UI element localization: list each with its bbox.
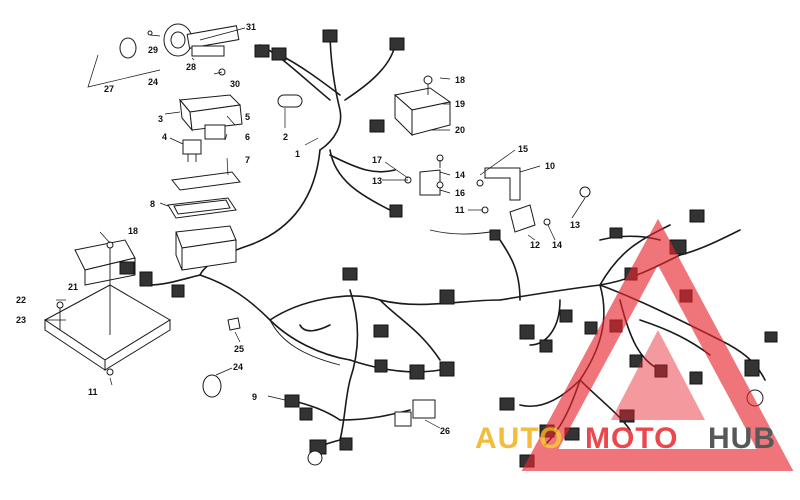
mount-12 — [509, 204, 536, 233]
callout-15b: 15 — [518, 144, 528, 154]
bracket-10 — [484, 167, 521, 201]
callout-12: 12 — [530, 240, 540, 250]
callout-18a: 18 — [128, 226, 138, 236]
callout-14a: 13 — [372, 176, 382, 186]
callout-16: 16 — [455, 188, 465, 198]
callout-21: 21 — [68, 282, 78, 292]
callout-28: 28 — [186, 62, 196, 72]
callout-19: 19 — [455, 99, 465, 109]
callout-15a: 14 — [455, 170, 465, 180]
ecu-module — [74, 239, 136, 286]
callout-2: 2 — [283, 132, 288, 142]
connectors — [139, 29, 778, 468]
module-26 — [394, 399, 436, 427]
callout-14b: 14 — [552, 240, 562, 250]
callout-1: 1 — [295, 149, 300, 159]
callout-23: 23 — [16, 315, 26, 325]
callout-29: 29 — [148, 45, 158, 55]
ring-clamp-24 — [119, 37, 137, 59]
logo-triangle-inner — [611, 330, 705, 420]
callout-25: 25 — [234, 344, 244, 354]
voltage-regulator — [393, 87, 452, 137]
callout-31: 31 — [246, 22, 256, 32]
callout-7: 7 — [245, 155, 250, 165]
callout-4: 4 — [162, 132, 167, 142]
ignition-switch — [163, 23, 240, 57]
callout-27: 27 — [104, 84, 114, 94]
pad-gasket — [171, 171, 241, 191]
clip-25 — [227, 317, 241, 331]
gasket-frame — [167, 197, 237, 219]
callout-24a: 24 — [148, 77, 158, 87]
callout-11a: 11 — [88, 387, 98, 397]
callout-labels: 31 29 28 30 24 27 3 5 4 6 7 8 18 21 22 2… — [16, 22, 580, 436]
fuse-box — [175, 225, 237, 271]
callout-20: 20 — [455, 125, 465, 135]
logo-triangle-outer — [521, 218, 794, 471]
callout-9: 9 — [252, 392, 257, 402]
callout-5: 5 — [245, 112, 250, 122]
bracket-16 — [419, 169, 441, 196]
callout-3: 3 — [158, 114, 163, 124]
logo-word-auto: AUTO — [475, 422, 563, 455]
logo-word-hub: HUB — [708, 422, 776, 455]
automotohub-logo: AUTO MOTO HUB — [475, 218, 794, 471]
callout-17: 17 — [372, 155, 382, 165]
callout-24b: 24 — [233, 362, 243, 372]
relay — [182, 124, 226, 162]
callout-6: 6 — [245, 132, 250, 142]
base-plate — [44, 284, 171, 371]
relay-box — [179, 94, 243, 132]
callout-22: 22 — [16, 295, 26, 305]
callout-26: 26 — [440, 426, 450, 436]
callout-11b: 11 — [455, 205, 465, 215]
ring-clamp-24b — [202, 374, 222, 398]
callout-30: 30 — [230, 79, 240, 89]
callout-10: 10 — [545, 161, 555, 171]
callout-8: 8 — [150, 199, 155, 209]
logo-word-moto: MOTO — [585, 422, 678, 455]
leader-lines — [45, 27, 586, 429]
hardware-bolts — [56, 30, 591, 376]
callout-18b: 18 — [455, 75, 465, 85]
callout-13: 13 — [570, 220, 580, 230]
